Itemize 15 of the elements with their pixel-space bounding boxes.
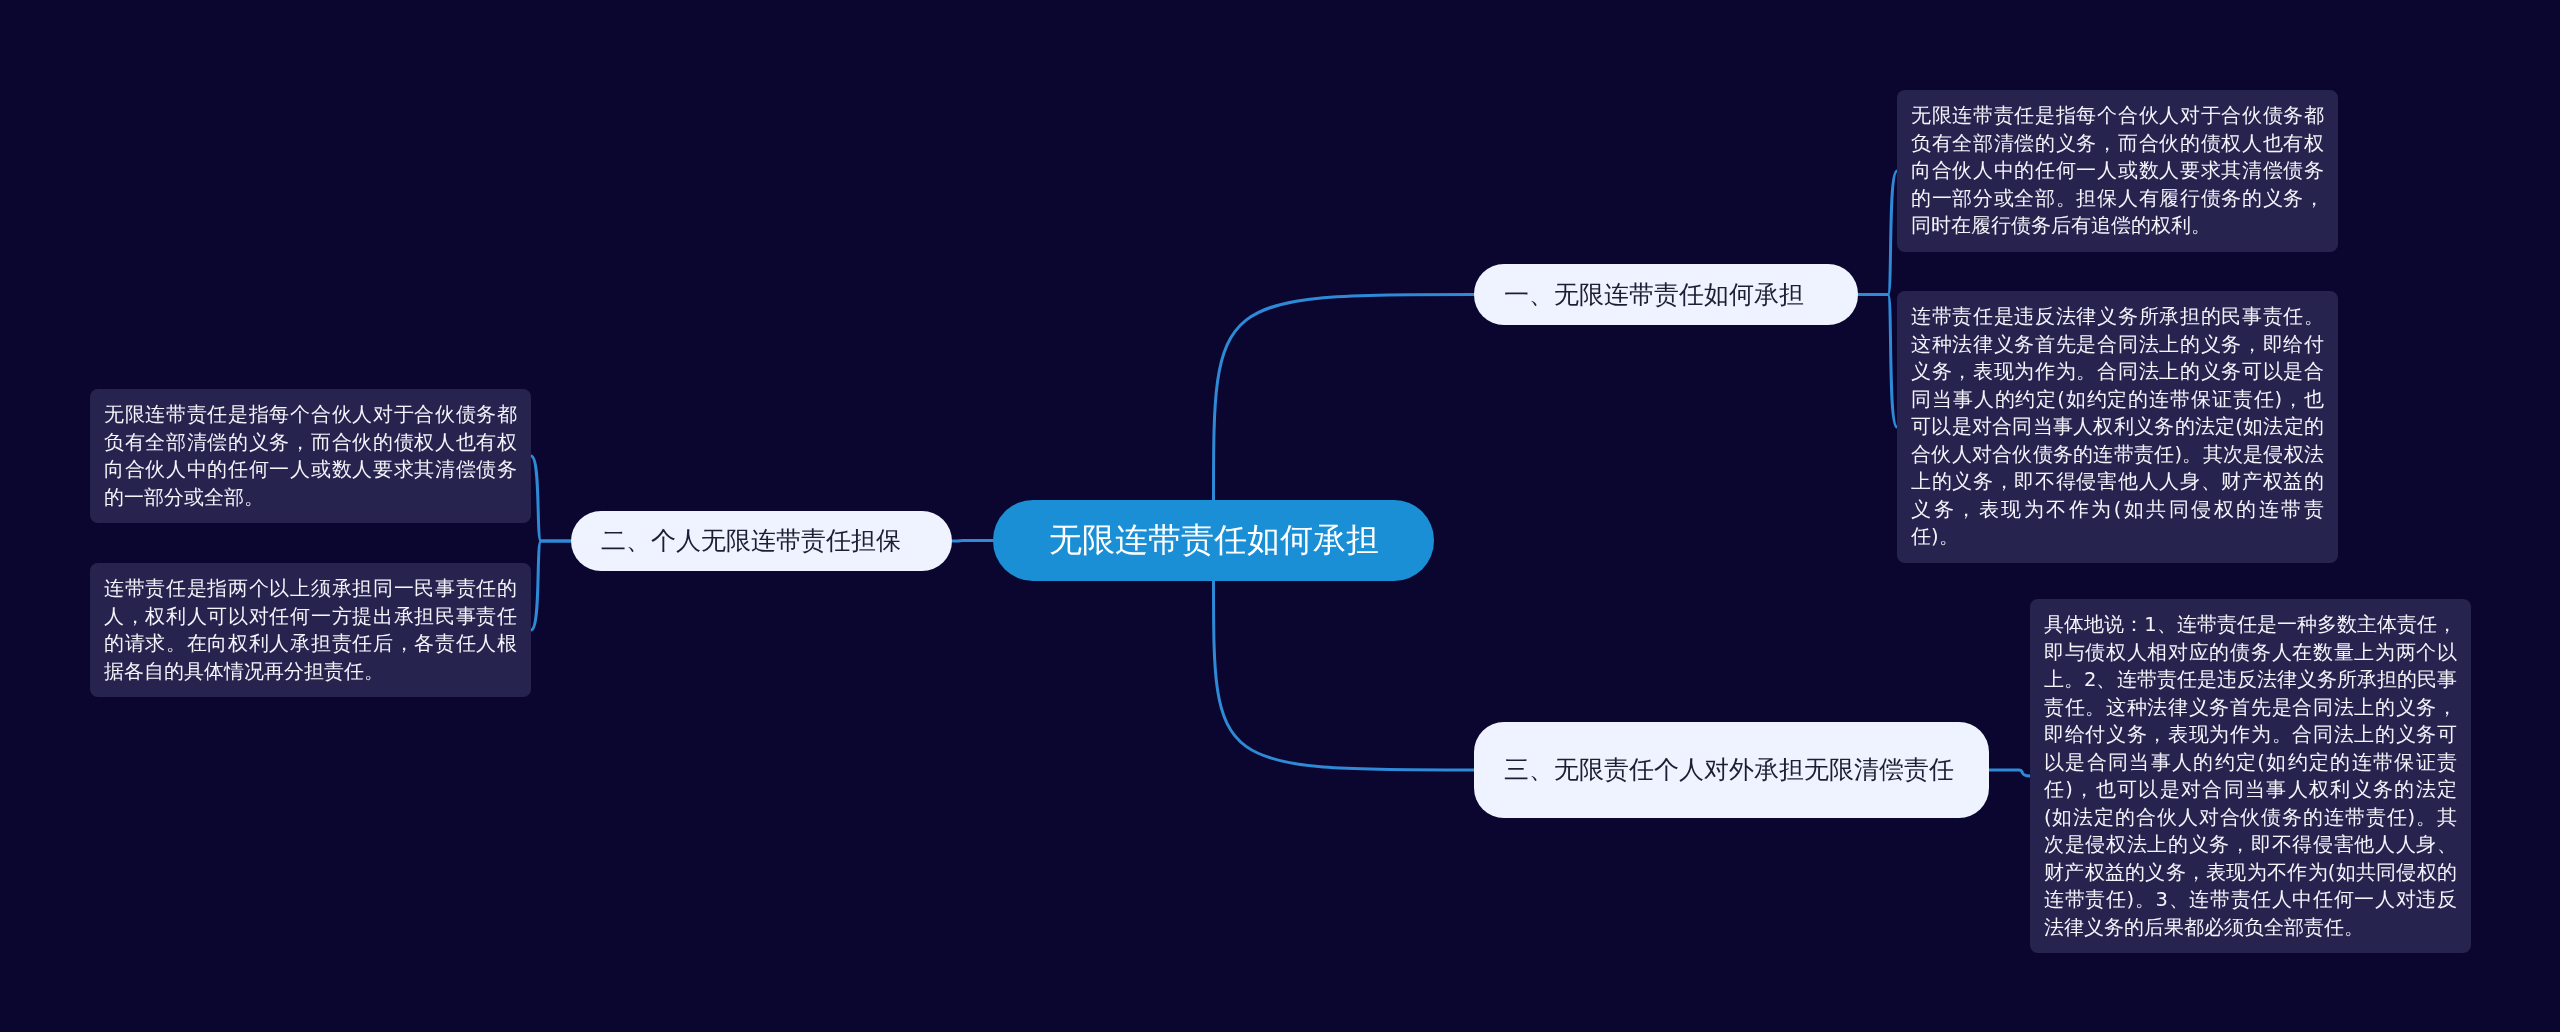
connector-line	[952, 539, 993, 543]
connector-line	[1989, 768, 2031, 778]
note-text: 连带责任是违反法律义务所承担的民事责任。这种法律义务首先是合同法上的义务，即给付义务，表现为作为。合同法上的义务可以是合同当事人的约定(如约定的连带保证责任)，也可以是对合同当事人权利义务的法定(如法定的合伙人对合伙债务的连带责任)。其次是侵权法上的义务，即不得侵害他人人身、财产权益的义务，表现为不作为(如共同侵权的连带责任)。	[1911, 304, 2324, 550]
topic-label: 二、个人无限连带责任担保	[601, 525, 901, 557]
connector-line	[530, 539, 571, 632]
note-text: 具体地说：1、连带责任是一种多数主体责任，即与债权人相对应的债务人在数量上为两个以上。2、连带责任是违反法律义务所承担的民事责任。这种法律义务首先是合同法上的义务，即给付义务，表现为作为。合同法上的义务可以是合同当事人的约定(如约定的连带保证责任)，也可以是对合同当事人权利义务的法定(如法定的合伙人对合伙债务的连带责任)。其次是侵权法上的义务，即不得侵害他人人身、财产权益的义务，表现为不作为(如共同侵权的连带责任)。3、连带责任人中任何一人对违反法律义务的后果都必须负全部责任。	[2044, 612, 2457, 941]
topic-label: 三、无限责任个人对外承担无限清偿责任	[1504, 754, 1954, 786]
connector-line	[1858, 293, 1899, 428]
note-text: 连带责任是指两个以上须承担同一民事责任的人，权利人可以对任何一方提出承担民事责任的请求。在向权利人承担责任后，各责任人根据各自的具体情况再分担责任。	[104, 576, 517, 685]
topic-label: 无限连带责任如何承担	[1048, 519, 1379, 561]
note-text: 无限连带责任是指每个合伙人对于合伙债务都负有全部清偿的义务，而合伙的债权人也有权向合伙人中的任何一人或数人要求其清偿债务的一部分或全部。担保人有履行债务的义务，同时在履行债务后有追偿的权利。	[1911, 103, 2324, 239]
topic-label: 一、无限连带责任如何承担	[1504, 278, 1804, 311]
connector-line	[1212, 293, 1474, 500]
connector-line	[1212, 581, 1474, 772]
note-text: 无限连带责任是指每个合伙人对于合伙债务都负有全部清偿的义务，而合伙的债权人也有权向合伙人中的任何一人或数人要求其清偿债务的一部分或全部。	[104, 402, 517, 511]
